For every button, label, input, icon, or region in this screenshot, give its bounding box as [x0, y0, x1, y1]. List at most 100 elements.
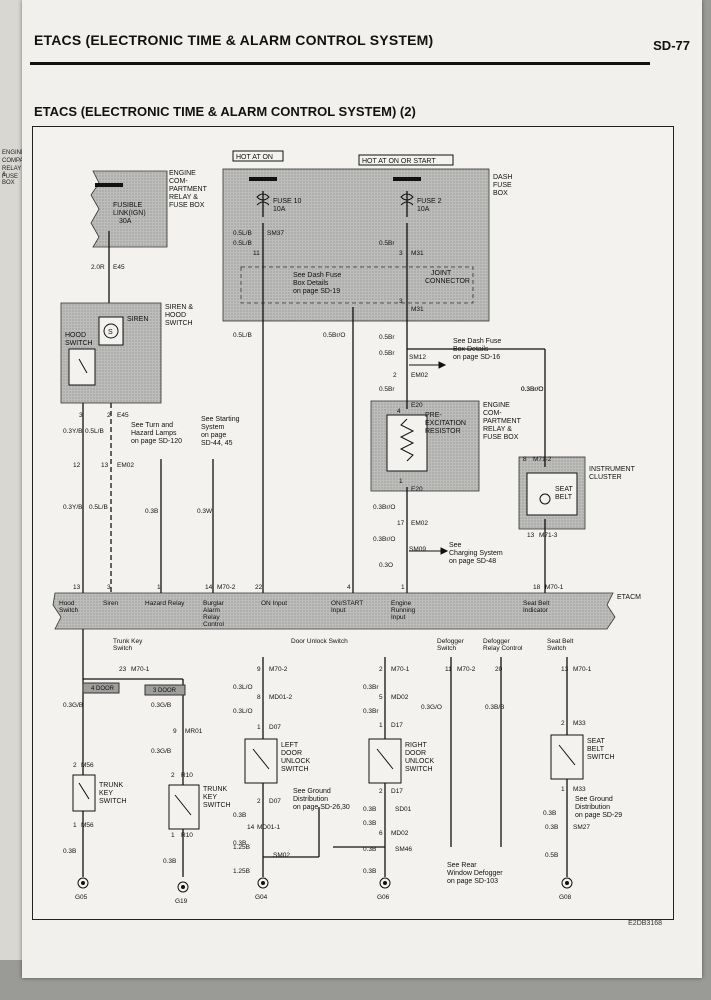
- wire-label: 13: [527, 532, 535, 539]
- etacm-input-label: Seat Belt: [547, 638, 574, 645]
- etacm-pin-number: 18: [533, 584, 541, 591]
- dash-fuse-note: Box Details: [293, 280, 329, 287]
- wire-label: M71-2: [533, 456, 552, 463]
- wire-label: M33: [573, 720, 586, 727]
- bottom-switches: [72, 734, 584, 830]
- section-title: ETACS (ELECTRONIC TIME & ALARM CONTROL S…: [34, 104, 416, 119]
- grounds: [77, 877, 573, 893]
- seat-belt-switch-label: SEAT: [587, 738, 605, 745]
- wire-label: 2: [379, 666, 383, 673]
- wire-label: MR01: [185, 728, 203, 735]
- switch-blade-icon: [558, 744, 576, 766]
- switch-blade-icon: [78, 358, 88, 374]
- wire-label: 0.5L/B: [233, 240, 252, 247]
- seat-belt-indicator-label: SEAT: [555, 486, 573, 493]
- seat-belt-indicator-label: BELT: [555, 494, 573, 501]
- wire-label: D07: [269, 798, 281, 805]
- switch-blade-icon: [174, 794, 192, 816]
- siren-hood-title: HOOD: [165, 312, 186, 319]
- wire-label: 0.5L/B: [233, 230, 252, 237]
- ground-icon: [77, 877, 89, 889]
- wire-label: 0.3B: [145, 508, 158, 515]
- pre-excitation-label: RESISTOR: [425, 428, 461, 435]
- ground-label: G05: [75, 894, 88, 901]
- switch-blade-icon: [78, 782, 90, 800]
- fuse-10-rating: 10A: [273, 206, 286, 213]
- hood-switch-label: SWITCH: [65, 340, 93, 347]
- wire-label: 11: [253, 250, 260, 257]
- diagram-labels: HOT AT ON HOT AT ON OR START FUSIBLE LIN…: [65, 154, 641, 885]
- engine-relay-box-label: PARTMENT: [169, 186, 208, 193]
- dash-fuse-box: [222, 168, 490, 322]
- siren-label: SIREN: [127, 316, 148, 323]
- wire-label: M70-2: [457, 666, 476, 673]
- wire-label: 23: [119, 666, 127, 673]
- dash-fuse-note-2: on page SD-16: [453, 354, 500, 361]
- trunk-key-switch-label: SWITCH: [203, 802, 231, 809]
- fuse-10-label: FUSE 10: [273, 198, 302, 205]
- siren-hood-title: SWITCH: [165, 320, 193, 327]
- turn-hazard-note: See Turn and: [131, 422, 173, 429]
- figure-code: E2DB3168: [628, 920, 662, 927]
- turn-hazard-note: Hazard Lamps: [131, 430, 177, 437]
- wire-label: 0.3Br/O: [373, 504, 395, 511]
- wire-label: 0.3L/O: [233, 708, 253, 715]
- pre-excitation-box-label: PARTMENT: [483, 418, 522, 425]
- dash-fuse-box-label: DASH: [493, 174, 512, 181]
- etacm-function-label: Burglar: [203, 600, 225, 607]
- siren-hood-internals: [68, 316, 124, 386]
- wire-label: 9: [257, 666, 261, 673]
- trunk-key-switch-label: SWITCH: [99, 798, 127, 805]
- etacm-pin-number: 3: [107, 584, 111, 591]
- pre-excitation-label: EXCITATION: [425, 420, 466, 427]
- wire-label: 0.3L/O: [233, 684, 253, 691]
- etacm-function-label: Hazard Relay: [145, 600, 185, 607]
- ground-note-right: Distribution: [575, 804, 610, 811]
- etacm-function-label: ON Input: [261, 600, 287, 607]
- starting-note: See Starting: [201, 416, 240, 423]
- wire-label: 2.0R: [91, 264, 105, 271]
- pre-excitation-box-label: RELAY &: [483, 426, 512, 433]
- pre-excitation-box-label: FUSE BOX: [483, 434, 519, 441]
- wire-label: SM09: [409, 546, 426, 553]
- engine-relay-box-label: RELAY &: [169, 194, 198, 201]
- engine-relay-box-label: COM-: [169, 178, 188, 185]
- wire-label: 9: [173, 728, 177, 735]
- wire-label: 0.5L/B: [85, 428, 104, 435]
- reference-arrows: [409, 361, 449, 555]
- etacm-pin-number: 1: [401, 584, 405, 591]
- seat-belt-indicator: [526, 472, 578, 516]
- dash-fuse-note-2: Box Details: [453, 346, 489, 353]
- etacm-module: [52, 592, 616, 630]
- etacm-input-label: Defogger: [483, 638, 511, 645]
- wire-label: 2: [561, 720, 565, 727]
- etacm-pin-number: 13: [73, 584, 81, 591]
- engine-relay-box-label: ENGINE: [169, 170, 196, 177]
- wire-label: EM02: [117, 462, 134, 469]
- wire-label: 13: [101, 462, 109, 469]
- wire-label: 0.3O: [379, 562, 393, 569]
- left-door-label: SWITCH: [281, 766, 309, 773]
- etacm-input-label: Door Unlock Switch: [291, 638, 348, 645]
- wire-label: M33: [573, 786, 586, 793]
- wire-label: M56: [81, 822, 94, 829]
- etacm-pin-number: M70-2: [217, 584, 236, 591]
- instrument-cluster-label: INSTRUMENT: [589, 466, 636, 473]
- ground-note-right: on page SD-29: [575, 812, 622, 819]
- header-rule: [30, 62, 650, 65]
- fuse-10-icon: [256, 193, 270, 206]
- etacm-function-label: Indicator: [523, 607, 549, 614]
- fusible-link-bar-icon: [95, 183, 123, 187]
- ground-label: G04: [255, 894, 268, 901]
- etacm-input-label: Switch: [437, 645, 457, 652]
- etacm-input-label: Switch: [113, 645, 133, 652]
- wire-label: 0.5Br: [379, 334, 395, 341]
- siren-circle-icon: [103, 323, 119, 339]
- dash-fuse-box-label: FUSE: [493, 182, 512, 189]
- turn-hazard-note: on page SD-120: [131, 438, 182, 445]
- wire-label: 0.5Br: [379, 240, 395, 247]
- etacm-pin-number: M70-1: [545, 584, 564, 591]
- wire-label: 3: [399, 298, 403, 305]
- joint-connector-label: JOINT: [431, 270, 452, 277]
